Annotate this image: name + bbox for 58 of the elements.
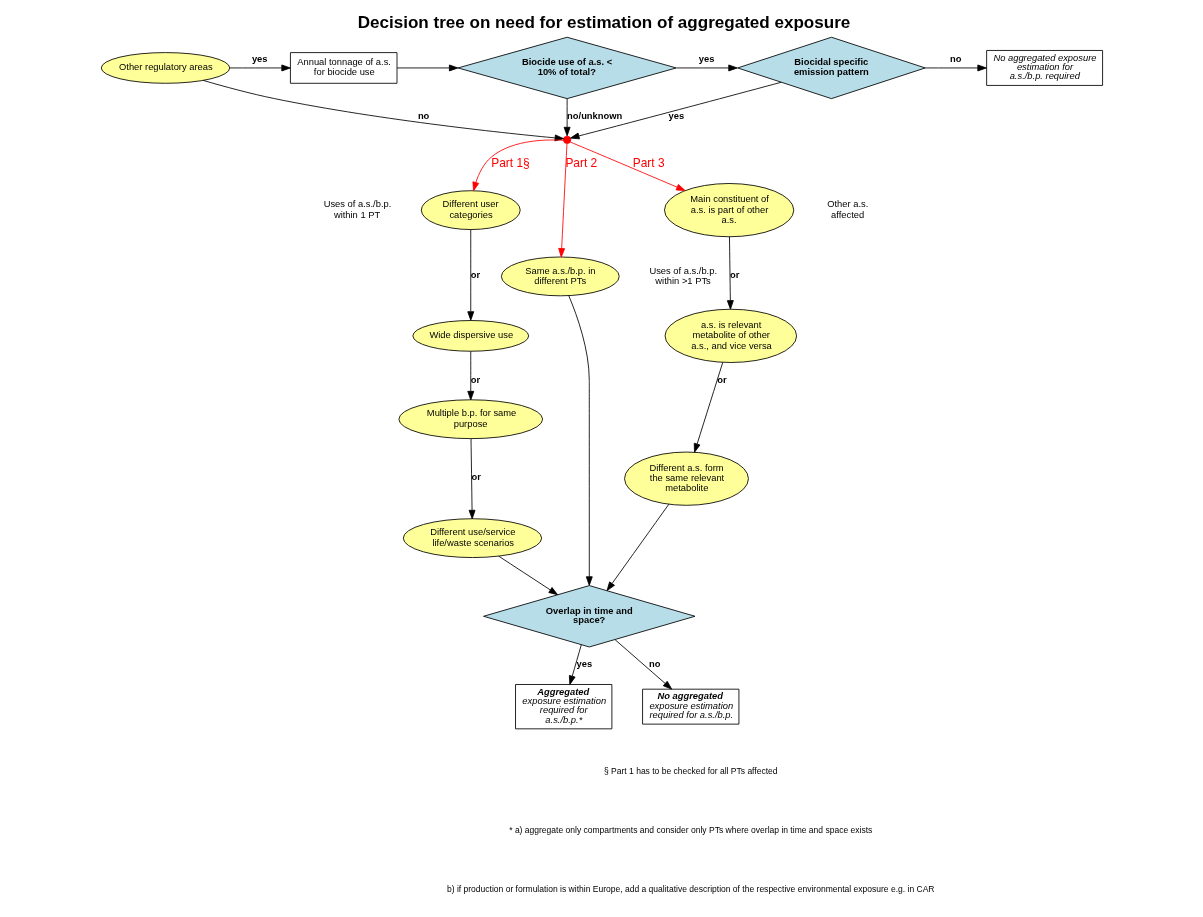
label: * a) aggregate only compartments and consider only PTs where overlap in time and space exists: [508, 825, 872, 836]
arrow: [468, 438, 475, 520]
arrow: [726, 236, 734, 310]
node-ellipse: Other regulatory areas: [100, 52, 230, 84]
arrow: [568, 644, 582, 685]
arrow: [472, 139, 564, 192]
arrow: [563, 98, 571, 137]
edge-label: or: [729, 269, 739, 280]
node-ellipse: Different a.s. form the same relevant metabolite: [623, 451, 749, 506]
edge-label: yes: [251, 53, 268, 64]
arrow: [614, 639, 672, 690]
edge-label: or: [470, 374, 480, 385]
arrow: [924, 64, 987, 72]
arrow: [497, 555, 558, 596]
edge-label: Part 3: [632, 155, 665, 170]
node-ellipse: Wide dispersive use: [411, 320, 529, 352]
edge-label: no/unknown: [566, 110, 622, 121]
edge-label: or: [470, 269, 480, 280]
node-diamond: Biocide use of a.s. < 10% of total?: [457, 36, 677, 100]
edge-label: yes: [698, 53, 714, 64]
arrow: [569, 81, 781, 140]
arrow: [606, 503, 669, 591]
label: b) if production or formulation is within Europe, add a qualitative description of the respective environmental exposure e.g. in CAR: [446, 884, 935, 895]
arrow: [228, 64, 291, 72]
edge-label: no: [648, 659, 660, 670]
edge-label: no: [417, 110, 429, 121]
node-box: Aggregated exposure estimation required for a.s./b.p.*: [514, 684, 612, 730]
node-ellipse: Different user categories: [420, 190, 521, 230]
label: § Part 1 has to be checked for all PTs affected: [603, 766, 778, 777]
arrow: [396, 64, 458, 72]
node-box: No aggregated exposure estimation required for a.s./b.p.: [641, 688, 739, 725]
node-diamond: Biocidal specific emission pattern: [736, 36, 926, 100]
node-box: Annual tonnage of a.s. for biocide use: [289, 52, 397, 84]
edge-label: Part 1§: [490, 155, 530, 170]
arrow: [567, 295, 593, 586]
node-label: Uses of a.s./b.p. within >1 PTs: [648, 265, 717, 286]
node-box: No aggregated exposure estimation for a.s./b.p. required: [985, 50, 1103, 86]
arrow: [675, 64, 738, 72]
node-label: Uses of a.s./b.p. within 1 PT: [323, 199, 391, 220]
edge-label: yes: [668, 110, 684, 121]
arrow: [569, 141, 685, 191]
arrow: [557, 143, 567, 258]
edge-label: no: [949, 53, 961, 64]
diagram-title: Decision tree on need for estimation of aggregated exposure: [357, 12, 850, 32]
arrow: [466, 350, 474, 401]
arrow: [693, 361, 723, 453]
node-label: Other a.s. affected: [826, 199, 868, 220]
edge-label: Part 2: [564, 155, 597, 170]
node-ellipse: a.s. is relevant metabolite of other a.s., and vice versa: [664, 308, 797, 363]
node-point: [562, 135, 571, 144]
node-ellipse: Multiple b.p. for same purpose: [397, 399, 543, 440]
edge-label: or: [471, 472, 481, 483]
node-ellipse: Different use/service life/waste scenarios: [402, 518, 542, 558]
edge-label: yes: [575, 659, 592, 670]
arrow: [466, 229, 474, 321]
edge-label: or: [716, 374, 727, 385]
arrow: [202, 80, 564, 142]
node-ellipse: Same a.s./b.p. in different PTs: [500, 256, 620, 297]
